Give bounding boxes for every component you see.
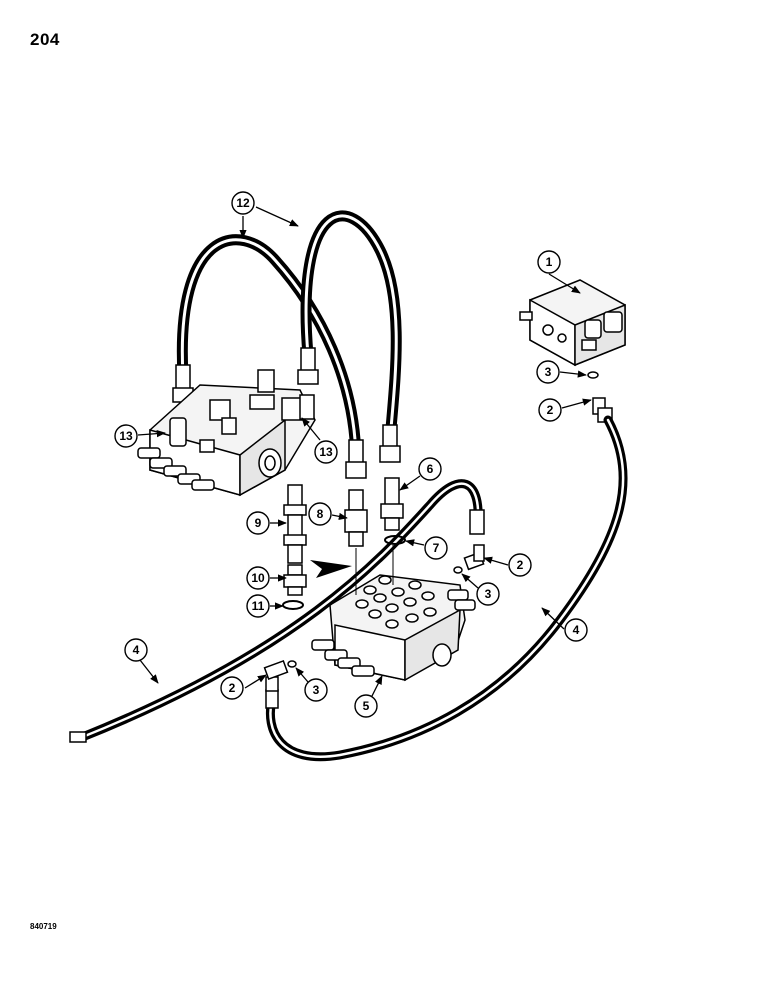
- callout-8: 8: [308, 502, 332, 526]
- elbow-2-right: [453, 544, 485, 574]
- svg-text:5: 5: [363, 699, 370, 713]
- upper-control-valve: [137, 369, 316, 497]
- svg-text:13: 13: [319, 445, 333, 459]
- hose-loop-12-left: [176, 234, 362, 466]
- svg-text:2: 2: [517, 558, 524, 572]
- o-ring-7: [384, 535, 406, 545]
- svg-text:13: 13: [119, 429, 133, 443]
- callout-2-upper: 2: [538, 398, 562, 422]
- hose-4-right-ends: [265, 676, 279, 709]
- svg-text:10: 10: [251, 571, 265, 585]
- svg-text:6: 6: [427, 462, 434, 476]
- svg-text:4: 4: [573, 623, 580, 637]
- svg-text:1: 1: [546, 255, 553, 269]
- callout-3-left: 3: [304, 678, 328, 702]
- svg-text:9: 9: [255, 516, 262, 530]
- hose-loop-12-right: [300, 210, 402, 446]
- callout-3-right: 3: [476, 582, 500, 606]
- o-ring-11: [282, 600, 304, 610]
- hose-4-left: [75, 479, 483, 743]
- svg-text:3: 3: [545, 365, 552, 379]
- page-number: 204: [30, 30, 60, 49]
- callout-9: 9: [246, 511, 270, 535]
- direction-arrow: [310, 560, 352, 578]
- fitting-10: [283, 564, 307, 596]
- callout-7: 7: [424, 536, 448, 560]
- svg-text:11: 11: [252, 599, 265, 613]
- callout-2-right: 2: [508, 553, 532, 577]
- callout-13-left: 13: [114, 424, 138, 448]
- svg-text:3: 3: [485, 587, 492, 601]
- callout-4-right: 4: [564, 618, 588, 642]
- elbow-2-left: [263, 659, 297, 681]
- callouts: [137, 206, 592, 701]
- callout-13-right: 13: [314, 440, 338, 464]
- svg-text:7: 7: [433, 541, 440, 555]
- callout-11: 11: [246, 594, 270, 618]
- valve-block-1: [519, 279, 626, 367]
- assembly-lines: [355, 545, 394, 595]
- svg-text:2: 2: [547, 403, 554, 417]
- callout-4-left: 4: [124, 638, 148, 662]
- callout-5: 5: [354, 694, 378, 718]
- callout-1: 1: [537, 250, 561, 274]
- fitting-6: [380, 477, 404, 531]
- callout-circles: 1 3 2 12 13 13 6 8 9 7 10 11 2 3 4 4 2 3…: [114, 191, 588, 718]
- figure-code: 840719: [30, 922, 57, 931]
- svg-text:4: 4: [133, 643, 140, 657]
- svg-text:3: 3: [313, 683, 320, 697]
- fitting-8: [344, 489, 368, 547]
- callout-10: 10: [246, 566, 270, 590]
- fitting-2-upper: [587, 371, 613, 423]
- fitting-9: [283, 484, 307, 564]
- svg-text:12: 12: [236, 196, 250, 210]
- callout-6: 6: [418, 457, 442, 481]
- svg-text:2: 2: [229, 681, 236, 695]
- callout-12: 12: [231, 191, 255, 215]
- callout-3-upper: 3: [536, 360, 560, 384]
- svg-text:8: 8: [317, 507, 324, 521]
- callout-2-left: 2: [220, 676, 244, 700]
- hose-4-left-ends: [69, 509, 485, 743]
- hose-4-right: [265, 415, 628, 762]
